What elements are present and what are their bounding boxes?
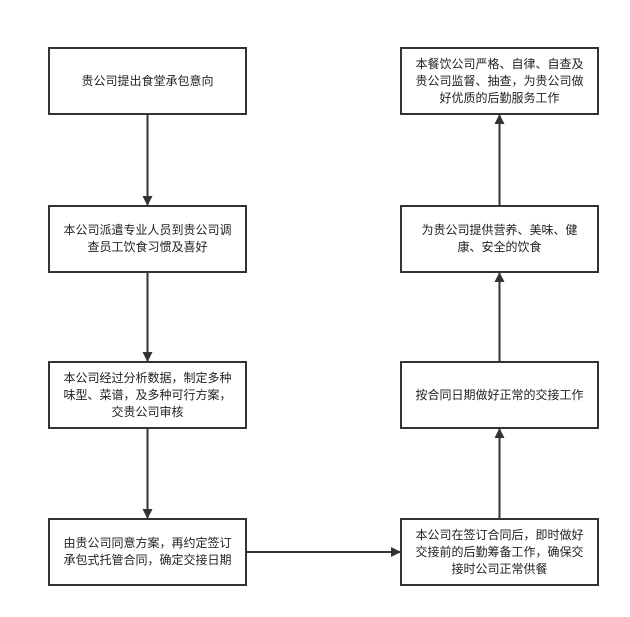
node-label: 本公司在签订合同后，即时做好交接前的后勤筹备工作，确保交接时公司正常供餐 (415, 527, 584, 576)
node-handover-work: 按合同日期做好正常的交接工作 (400, 361, 599, 429)
node-label: 为贵公司提供营养、美味、健康、安全的饮食 (421, 223, 578, 254)
node-healthy-meals: 为贵公司提供营养、美味、健康、安全的饮食 (400, 205, 599, 273)
node-pre-handover-preparation: 本公司在签订合同后，即时做好交接前的后勤筹备工作，确保交接时公司正常供餐 (400, 518, 599, 586)
node-quality-service-supervision: 本餐饮公司严格、自律、自查及贵公司监督、抽查，为贵公司做好优质的后勤服务工作 (400, 47, 599, 115)
node-menu-plan-review: 本公司经过分析数据，制定多种味型、菜谱，及多种可行方案，交贵公司审核 (48, 361, 247, 429)
node-label: 本餐饮公司严格、自律、自查及贵公司监督、抽查，为贵公司做好优质的后勤服务工作 (415, 56, 584, 105)
node-label: 本公司经过分析数据，制定多种味型、菜谱，及多种可行方案，交贵公司审核 (63, 370, 232, 419)
node-contract-agreement: 由贵公司同意方案，再约定签订承包式托管合同，确定交接日期 (48, 518, 247, 586)
node-food-service-intent: 贵公司提出食堂承包意向 (48, 47, 247, 115)
node-label: 按合同日期做好正常的交接工作 (415, 387, 584, 402)
node-label: 由贵公司同意方案，再约定签订承包式托管合同，确定交接日期 (63, 536, 232, 567)
node-label: 贵公司提出食堂承包意向 (81, 73, 214, 88)
node-label: 本公司派遣专业人员到贵公司调查员工饮食习惯及喜好 (63, 223, 232, 254)
node-survey-staff-habits: 本公司派遣专业人员到贵公司调查员工饮食习惯及喜好 (48, 205, 247, 273)
